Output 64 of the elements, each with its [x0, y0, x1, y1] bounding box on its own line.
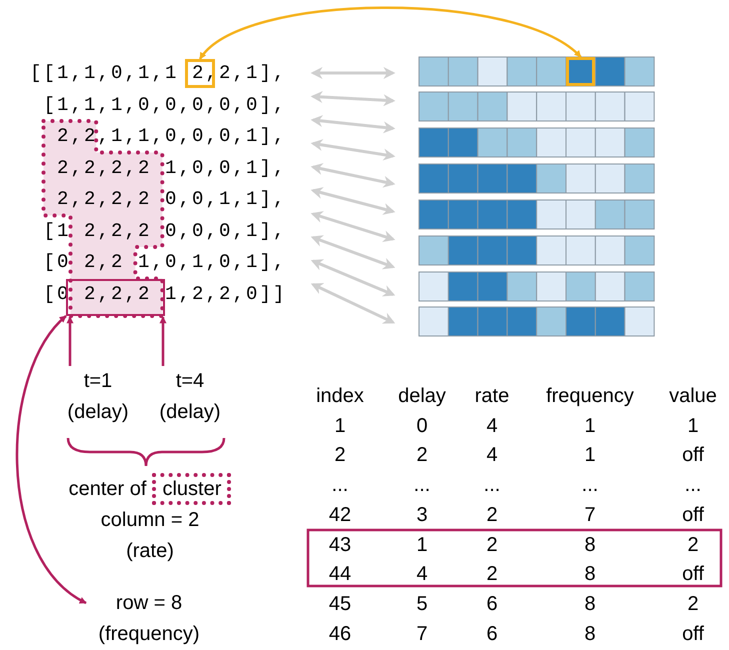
- table-cell-text: 7: [416, 622, 428, 647]
- table-cell-text: 2: [486, 532, 498, 558]
- table-cell-text: off: [682, 443, 704, 468]
- table-cell-text: off: [682, 562, 704, 588]
- matrix-row-text: 2,2,2,2 1,0,0,1],: [57, 156, 287, 180]
- column-header: delay: [398, 384, 446, 409]
- table-cell-text: 2: [486, 562, 498, 588]
- caption-text: column = 2: [100, 508, 200, 533]
- table-cell-text: 1: [334, 414, 346, 439]
- cluster-word: cluster: [152, 473, 232, 505]
- table-cell-text: 1: [584, 443, 596, 468]
- table-cell-text: 0: [416, 414, 428, 439]
- table-cell-text: 1: [687, 414, 699, 439]
- table-cell-text: 44: [328, 562, 352, 588]
- table-cell-text: 4: [486, 414, 498, 439]
- table-cell-text: 2: [687, 592, 699, 617]
- column-header: value: [669, 384, 717, 409]
- table-cell-text: 7: [584, 502, 596, 528]
- table-cell-text: off: [682, 622, 704, 647]
- table-cell-text: off: [682, 502, 704, 528]
- table-cell-text: 4: [416, 562, 428, 588]
- table-cell-text: ...: [684, 473, 702, 498]
- table-cell-text: 5: [416, 592, 428, 617]
- table-cell-text: 1: [584, 414, 596, 439]
- table-cell-text: 2: [334, 443, 346, 468]
- matrix-row-text: 2,2,2,2 0,0,1,1],: [57, 187, 287, 212]
- table-cell-text: 4: [486, 443, 498, 468]
- frequency-label: row = 8 (frequency): [86, 588, 212, 650]
- table-cell-text: 8: [584, 622, 596, 647]
- matrix-row-text: 2,2,1,1,0,0,0,1],: [57, 124, 287, 149]
- table-cell-text: 8: [584, 562, 596, 588]
- delay-label: t=4 (delay): [150, 366, 230, 428]
- table-cell-text: ...: [582, 473, 598, 498]
- table-cell-text: 43: [328, 532, 352, 558]
- caption-text: (rate): [125, 539, 175, 564]
- table-cell-text: 46: [328, 622, 352, 647]
- matrix-row-text: [1,1,1,0,0,0,0,0],: [44, 92, 287, 118]
- table-cell-text: 8: [584, 532, 596, 558]
- table-cell-text: 3: [416, 502, 428, 528]
- caption-text: center of: [68, 477, 146, 502]
- table-cell-text: 2: [416, 443, 428, 468]
- arrow: [160, 316, 166, 366]
- highlighted-cell: [566, 57, 596, 86]
- arrow: [199, 6, 582, 60]
- table-cell-text: 2: [687, 532, 699, 558]
- arrow: [66, 316, 74, 366]
- table-cell-text: 1: [416, 532, 428, 558]
- table-cell-text: 2: [486, 502, 498, 528]
- delay-label: t=1 (delay): [58, 366, 138, 428]
- arrow: [16, 315, 87, 604]
- column-header: rate: [474, 384, 510, 409]
- table-cell-text: 45: [328, 592, 352, 617]
- table-cell-text: ...: [332, 473, 348, 498]
- column-header: index: [316, 384, 364, 409]
- table-cell-text: 8: [584, 592, 596, 617]
- highlight-box: [66, 279, 165, 316]
- matrix-row-text: [0 2,2 1,0,1,0,1],: [44, 250, 287, 275]
- table-cell-text: 6: [486, 592, 498, 617]
- table-cell-text: ...: [484, 473, 500, 498]
- matrix-row-text: [1 2,2,2 0,0,0,1],: [44, 218, 287, 244]
- table-cell-text: 42: [328, 502, 352, 528]
- column-header: frequency: [546, 384, 634, 409]
- table-cell-text: ...: [414, 473, 430, 498]
- table-cell-text: 6: [486, 622, 498, 647]
